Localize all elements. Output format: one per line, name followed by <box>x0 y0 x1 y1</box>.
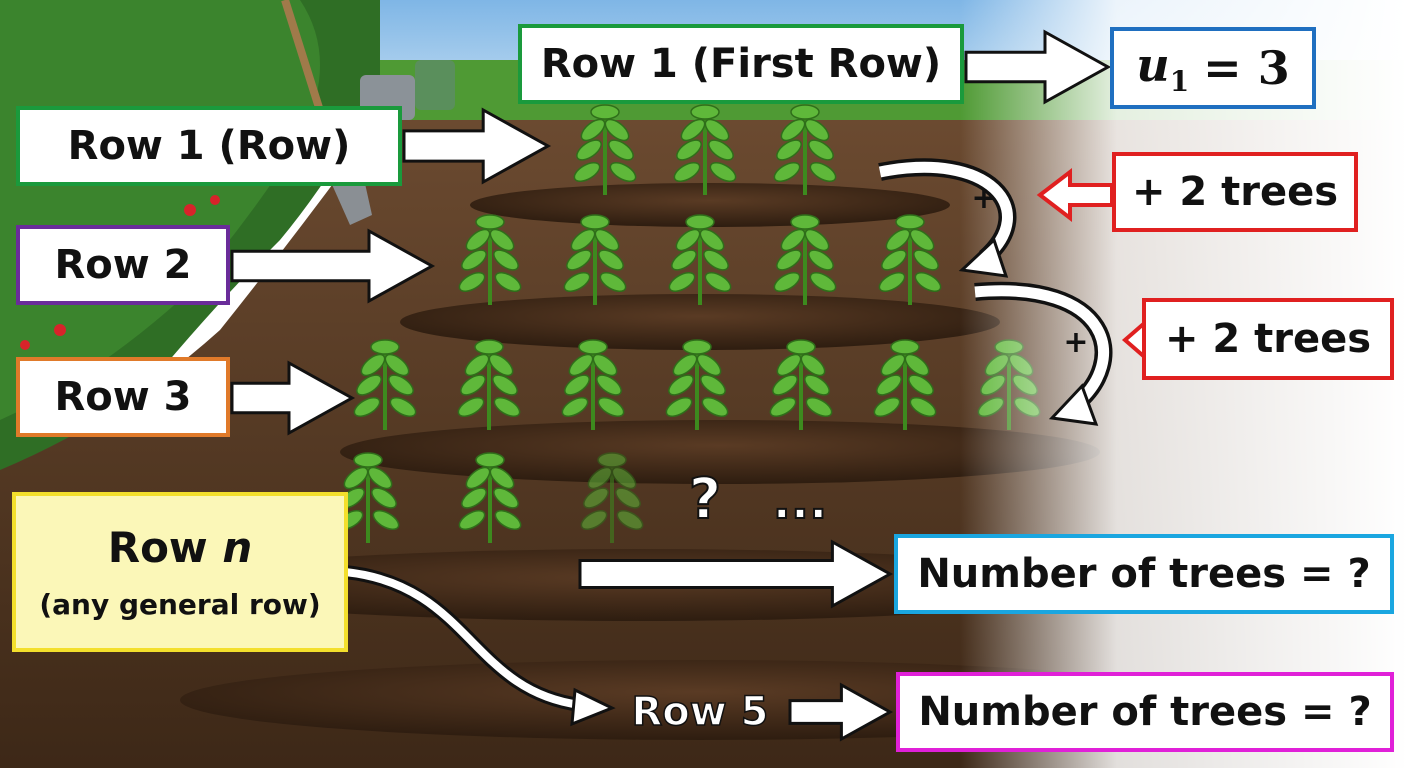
row2-box: Row 2 <box>16 225 230 305</box>
seedlings <box>336 104 1041 543</box>
seedling-row3-1 <box>353 339 417 430</box>
seedling-row1-3 <box>773 104 837 195</box>
number-of-trees-n-box: Number of trees = ? <box>894 534 1394 614</box>
increment-text-2: + 2 trees <box>1164 316 1372 362</box>
row3-label: Row 3 <box>54 374 192 420</box>
row1-box: Row 1 (Row) <box>16 106 402 186</box>
seedling-row4-2 <box>458 452 522 543</box>
seedling-row2-5 <box>878 214 942 305</box>
seedling-row3-2 <box>457 339 521 430</box>
first-row-title: Row 1 (First Row) <box>540 41 942 87</box>
plus-sign-2: + <box>1063 325 1088 360</box>
first-row-title-box: Row 1 (First Row) <box>518 24 964 104</box>
seedling-row1-2 <box>673 104 737 195</box>
formula-lhs: u1 <box>1136 37 1190 99</box>
curved-arrow-1 <box>878 158 1017 278</box>
arrow-row1 <box>402 107 552 185</box>
formula-rhs: = 3 <box>1203 41 1290 95</box>
seedling-row3-3 <box>561 339 625 430</box>
curved-arrow-2 <box>974 281 1113 426</box>
number-of-trees-5-box: Number of trees = ? <box>896 672 1394 752</box>
seedling-row3-4 <box>665 339 729 430</box>
number-of-trees-5: Number of trees = ? <box>918 689 1372 735</box>
row-n-subtitle: (any general row) <box>39 588 321 621</box>
row-n-box: Row n (any general row) <box>12 492 348 652</box>
formula-box: u1 = 3 <box>1110 27 1316 109</box>
seedling-row1-1 <box>573 104 637 195</box>
number-of-trees-n: Number of trees = ? <box>917 551 1371 597</box>
arrow-row3 <box>230 360 356 436</box>
seedling-row2-4 <box>773 214 837 305</box>
seedling-row2-2 <box>563 214 627 305</box>
row1-label: Row 1 (Row) <box>67 123 351 169</box>
row3-box: Row 3 <box>16 357 230 437</box>
arrow-row5-to-number-of-trees <box>788 682 894 742</box>
arrows <box>230 29 1112 742</box>
seedling-row4-3 <box>580 452 644 543</box>
white-fade <box>960 0 1408 768</box>
arrow-to-number-of-trees-n <box>578 539 894 609</box>
curved-arrow-row-n <box>344 565 616 727</box>
increment-box-2: + 2 trees <box>1142 298 1394 380</box>
arrow-row2 <box>230 228 436 304</box>
row2-label: Row 2 <box>54 242 192 288</box>
seedling-row3-5 <box>769 339 833 430</box>
arrow-first-row-to-formula <box>964 29 1112 105</box>
ellipsis: ... <box>773 474 828 530</box>
unknown-question-mark: ? <box>689 467 721 532</box>
row5-label: Row 5 <box>632 689 769 735</box>
seedling-row2-3 <box>668 214 732 305</box>
seedling-row2-1 <box>458 214 522 305</box>
flowers <box>20 195 220 350</box>
increment-box-1: + 2 trees <box>1112 152 1358 232</box>
increment-text-1: + 2 trees <box>1131 169 1339 215</box>
row-n-title: Row n <box>107 523 253 572</box>
plus-sign-1: + <box>971 181 996 216</box>
seedling-row3-6 <box>873 339 937 430</box>
